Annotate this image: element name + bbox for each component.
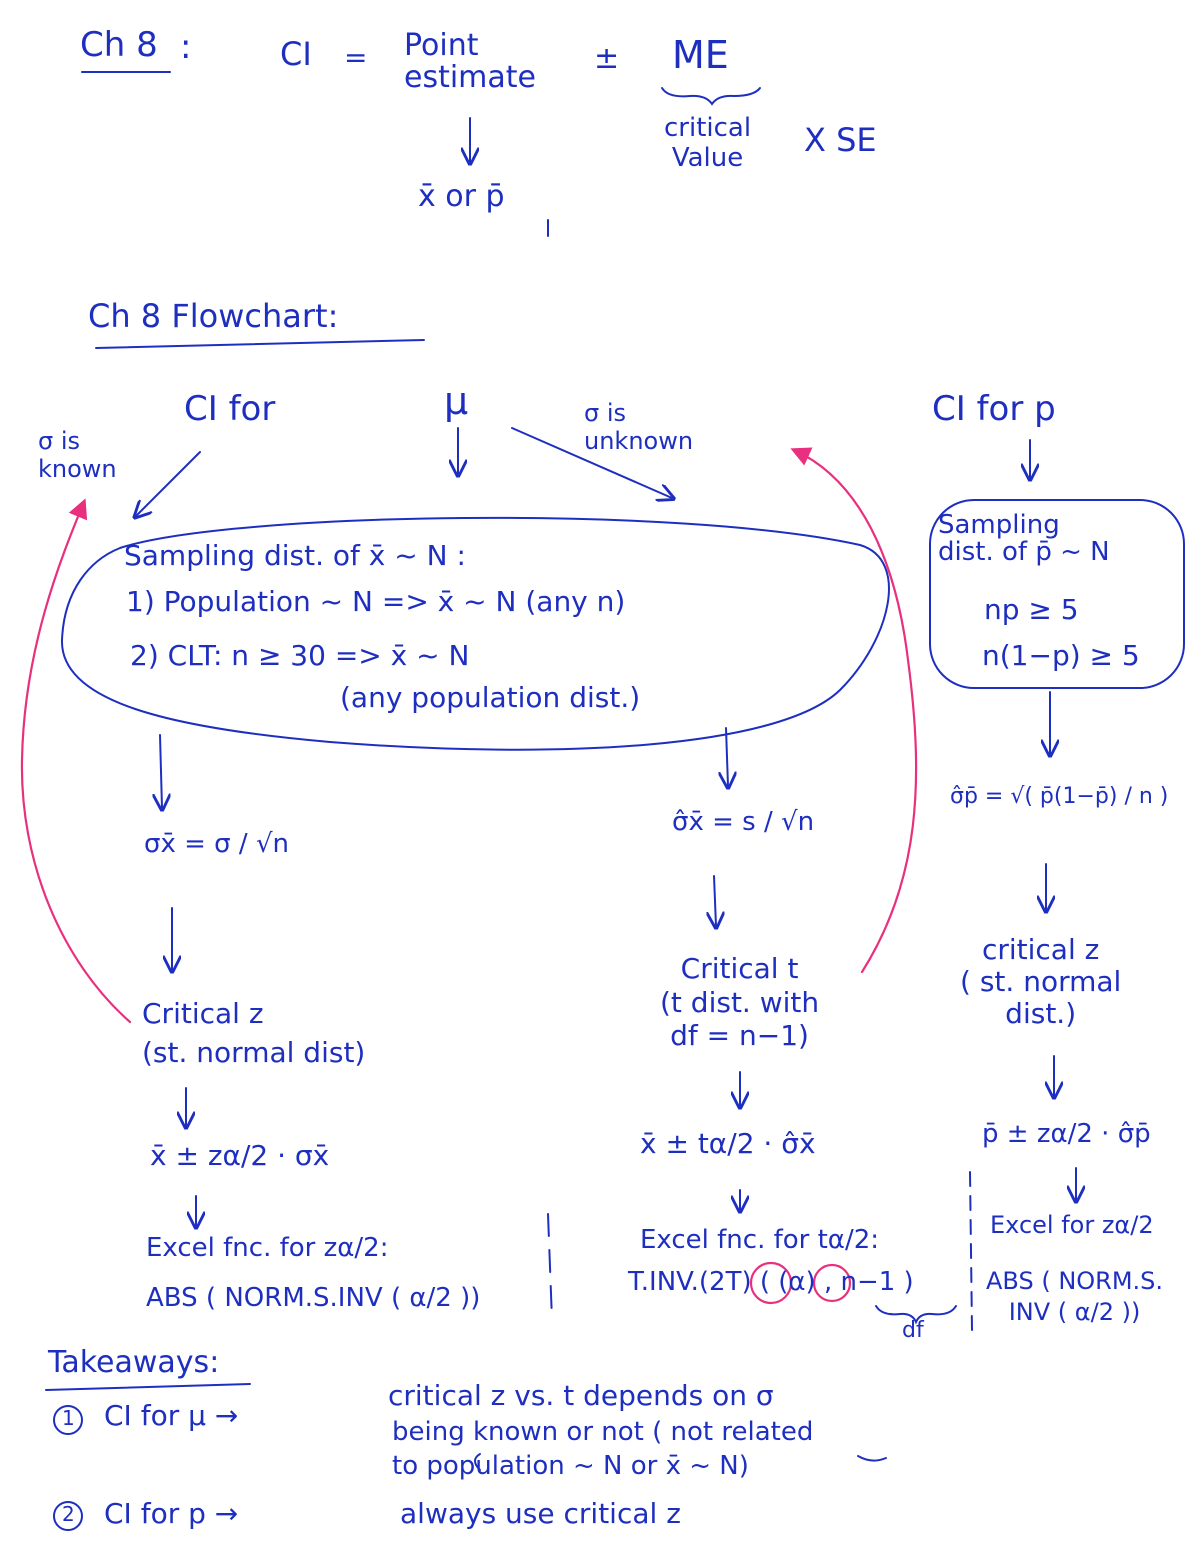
se-p-formula: σ̂p̄ = √( p̄(1−p̄) / n ) [950, 784, 1169, 809]
se-unknown-formula: σ̂x̄ = s / √n [672, 807, 815, 837]
pink-circle-2t [749, 1261, 793, 1305]
flowchart-underline [95, 339, 425, 349]
takeaway-1-lead: CI for μ → [104, 1399, 239, 1432]
sampling-dist-pbar: Sampling dist. of p̄ ~ N [938, 510, 1110, 568]
population-brace [474, 1453, 481, 1471]
ci-p-formula: p̄ ± zα/2 · σ̂p̄ [982, 1119, 1151, 1149]
condition-n-one-minus-p: n(1−p) ≥ 5 [982, 639, 1140, 672]
sampling-rule-2: 2) CLT: n ≥ 30 => x̄ ~ N [130, 639, 470, 672]
excel-t-label: Excel fnc. for tα/2: [640, 1225, 880, 1255]
arrow-sigma-unknown [511, 427, 672, 498]
excel-p-function: ABS ( NORM.S. INV ( α/2 )) [986, 1267, 1164, 1327]
takeaway-1-text: critical z vs. t depends on σ [388, 1379, 774, 1412]
pink-arrow-to-unknown [790, 447, 918, 974]
excel-z-function: ABS ( NORM.S.INV ( α/2 )) [146, 1283, 481, 1313]
excel-p-label: Excel for zα/2 [990, 1211, 1154, 1239]
se-known-formula: σx̄ = σ / √n [144, 829, 289, 859]
condition-np: np ≥ 5 [984, 593, 1079, 626]
item1-circle [53, 1405, 83, 1435]
takeaway-1-number: 1 [62, 1406, 75, 1430]
arrow-ellipse-to-se-unknown [726, 727, 728, 786]
critical-z-p-box: critical z ( st. normal dist.) [960, 933, 1122, 1031]
excel-t-function: T.INV.(2T) ( (α) , n−1 ) [628, 1267, 914, 1297]
times-se: X SE [804, 121, 877, 159]
point-estimate: Point estimate [404, 28, 537, 95]
chapter-label: Ch 8 [80, 25, 158, 65]
excel-z-label: Excel fnc. for zα/2: [146, 1233, 389, 1263]
sampling-dist-xbar-title: Sampling dist. of x̄ ~ N : [124, 539, 466, 572]
arrow-ellipse-to-se-known [160, 734, 162, 808]
sigma-known-label: σ is known [38, 427, 117, 483]
flowchart-title: Ch 8 Flowchart: [88, 297, 339, 335]
sampling-p-box [929, 499, 1185, 689]
df-note: df [902, 1318, 924, 1343]
arrow-sigma-known [136, 451, 201, 516]
critical-value: critical Value [664, 113, 752, 173]
takeaway-1-line-3: to population ~ N or x̄ ~ N) [392, 1451, 749, 1481]
xbar-brace [857, 1455, 887, 1462]
margin-of-error: ME [672, 33, 729, 77]
separator-left [547, 1213, 553, 1321]
ci-t-formula: x̄ ± tα/2 · σ̂x̄ [640, 1127, 816, 1160]
ci-for-p-heading: CI for p [932, 389, 1056, 429]
sampling-ellipse [60, 516, 890, 751]
sigma-unknown-label: σ is unknown [584, 399, 694, 455]
ci-z-formula: x̄ ± zα/2 · σx̄ [150, 1139, 330, 1172]
takeaway-2-lead: CI for p → [104, 1497, 239, 1530]
pink-circle-alpha [812, 1263, 852, 1303]
pink-arrow-to-known [20, 498, 132, 1024]
chapter-colon: : [180, 27, 192, 67]
xbar-or-pbar: x̄ or p̄ [418, 179, 505, 214]
takeaway-1-line-2: being known or not ( not related [392, 1417, 814, 1447]
mu-symbol: μ [444, 379, 469, 423]
item2-circle [53, 1501, 83, 1531]
plus-minus-sign: ± [594, 41, 620, 76]
critical-z-box: Critical z (st. normal dist) [142, 997, 366, 1070]
separator-right [969, 1171, 973, 1331]
takeaway-2-text: always use critical z [400, 1497, 681, 1530]
equals-sign: = [344, 41, 368, 74]
sampling-rule-1: 1) Population ~ N => x̄ ~ N (any n) [126, 585, 626, 618]
sampling-rule-2-note: (any population dist.) [340, 681, 641, 714]
me-brace [661, 87, 761, 106]
takeaways-underline [45, 1383, 251, 1391]
takeaways-title: Takeaways: [48, 1345, 220, 1380]
takeaway-2-number: 2 [62, 1502, 75, 1526]
df-brace [875, 1305, 957, 1325]
ci-for-mu-heading: CI for [184, 389, 276, 429]
ci-label: CI [280, 35, 312, 73]
critical-t-box: Critical t (t dist. with df = n−1) [660, 952, 820, 1053]
arrow-se-to-critical-t [714, 875, 716, 926]
